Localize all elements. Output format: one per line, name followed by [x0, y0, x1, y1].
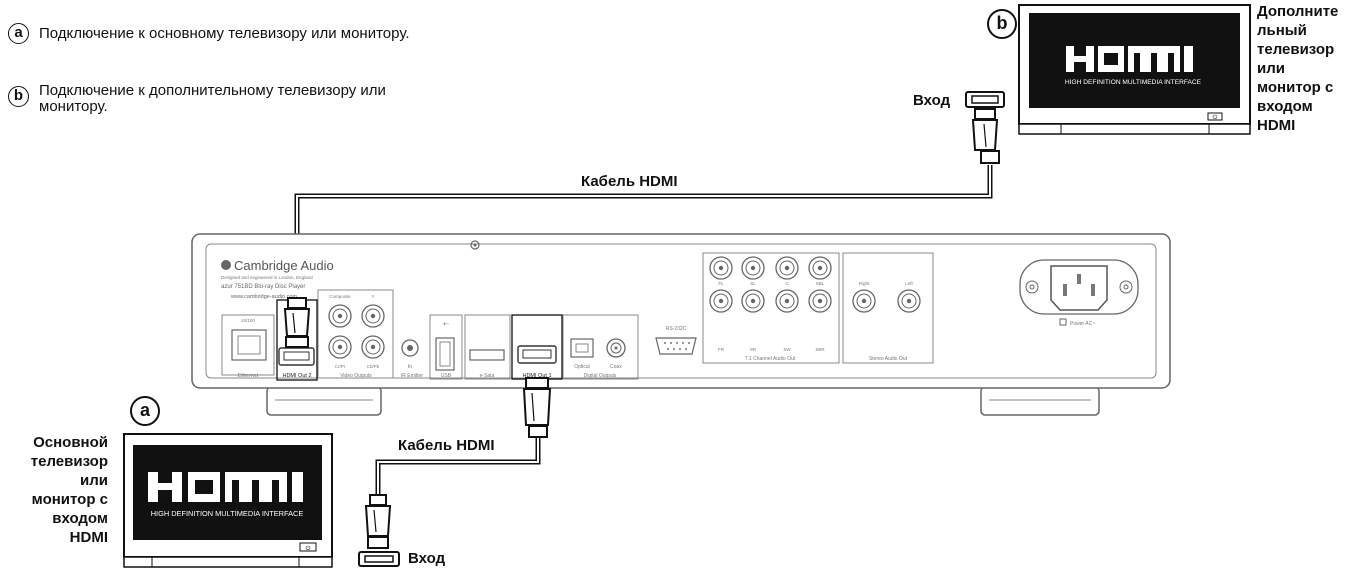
- port-video-outputs-label: Video Outputs: [340, 373, 372, 379]
- rca-jack: [709, 289, 733, 313]
- port-sl-label: SL: [750, 281, 756, 286]
- rca-jack: [741, 289, 765, 313]
- port-fr-label: FR: [718, 347, 725, 352]
- hdmi-out-2-plug: [283, 297, 311, 348]
- port-optical-label: Optical: [574, 364, 590, 370]
- rca-jack: [709, 256, 733, 280]
- secondary-tv-desc-line: льный: [1257, 22, 1307, 39]
- port-rs232c-label: RS-232C: [666, 326, 687, 332]
- port-y-label: Y: [371, 294, 374, 299]
- note-a-marker: a: [8, 23, 29, 44]
- secondary-hdmi-plug: [971, 108, 1000, 164]
- port-sbl-label: SBL: [816, 281, 825, 286]
- port-esata-label: e-Sata: [480, 373, 495, 379]
- secondary-tv-desc-line: или: [1257, 60, 1285, 77]
- secondary-tv-desc-line: телевизор: [1257, 41, 1335, 58]
- primary-hdmi-plug: [364, 494, 392, 549]
- port-cr-pr-label: Cr/Pr: [335, 364, 346, 369]
- port-coax-label: Coax: [610, 364, 622, 370]
- secondary-power-icon: ⏻: [1213, 114, 1218, 121]
- svg-text:10/100: 10/100: [241, 318, 255, 323]
- rca-jack: [852, 289, 876, 313]
- secondary-input-label: Вход: [913, 92, 951, 109]
- brand-name: Cambridge Audio: [234, 258, 334, 273]
- rca-jack: [775, 289, 799, 313]
- primary-power-icon: ⏻: [306, 545, 311, 552]
- port-sr-label: SR: [750, 347, 757, 352]
- primary-tv-desc-line: Основной: [33, 434, 108, 451]
- note-b-text-line2: монитору.: [39, 98, 108, 115]
- note-a-text: Подключение к основному телевизору или м…: [39, 25, 410, 42]
- top-cable-label: Кабель HDMI: [581, 173, 678, 190]
- port-ir-in-label: In: [408, 364, 412, 370]
- rca-jack: [361, 304, 385, 328]
- port-stereo-audio-label: Stereo Audio Out: [869, 356, 908, 362]
- primary-hdmi-subtitle: HIGH DEFINITION MULTIMEDIA INTERFACE: [151, 509, 304, 518]
- port-ethernet-label: Ethernet: [238, 373, 259, 379]
- primary-tv-desc-line: телевизор: [30, 453, 108, 470]
- brand-tagline: Designed and engineered in London, Engla…: [221, 275, 313, 280]
- primary-tv-desc-line: или: [80, 472, 108, 489]
- rca-jack: [741, 256, 765, 280]
- rca-jack: [808, 256, 832, 280]
- port-fl-label: FL: [718, 281, 724, 286]
- primary-tv-desc-line: монитор с: [31, 491, 108, 508]
- rca-jack: [897, 289, 921, 313]
- primary-tv-desc-line: HDMI: [69, 529, 108, 546]
- rca-jack: [775, 256, 799, 280]
- primary-tv-marker: a: [130, 396, 160, 426]
- secondary-hdmi-input-port: [965, 91, 1005, 108]
- primary-input-label: Вход: [408, 550, 446, 567]
- rca-jack: [328, 335, 352, 359]
- port-composite-label: Composite: [329, 294, 351, 299]
- secondary-tv-description: Дополните льный телевизор или монитор с …: [1257, 2, 1361, 135]
- port-cb-pb-label: Cb/Pb: [367, 364, 380, 369]
- rca-jack: [808, 289, 832, 313]
- port-sbr-label: SBR: [815, 347, 825, 352]
- primary-tv: HIGH DEFINITION MULTIMEDIA INTERFACE ⏻: [123, 433, 333, 568]
- port-digital-outputs-label: Digital Outputs: [584, 373, 617, 379]
- secondary-tv-desc-line: монитор с: [1257, 79, 1334, 96]
- note-b-marker: b: [8, 86, 29, 107]
- model-name: azur 751BD Blu-ray Disc Player: [221, 284, 305, 290]
- bottom-hdmi-cable: [375, 437, 541, 497]
- primary-hdmi-input-port: [358, 551, 400, 567]
- rca-jacks: [328, 256, 921, 359]
- port-hdmi-out-2-label: HDMI Out 2: [282, 373, 311, 379]
- port-ir-emitter-label: IR Emitter: [401, 373, 424, 379]
- secondary-hdmi-subtitle: HIGH DEFINITION MULTIMEDIA INTERFACE: [1065, 79, 1202, 86]
- secondary-tv-marker: b: [987, 9, 1017, 39]
- secondary-tv-desc-line: HDMI: [1257, 117, 1296, 134]
- port-left-label: Left: [905, 281, 913, 286]
- hdmi-out-1-plug: [522, 377, 552, 438]
- rca-jack: [361, 335, 385, 359]
- svg-text:⇠: ⇠: [443, 321, 449, 328]
- port-hdmi-out-1-label: HDMI Out 1: [522, 373, 551, 379]
- website: www.cambridge-audio.com: [230, 294, 297, 300]
- secondary-tv-desc-line: входом: [1257, 98, 1313, 115]
- port-c-label: C: [785, 281, 789, 286]
- power-label: Power AC~: [1070, 321, 1095, 327]
- bottom-cable-label: Кабель HDMI: [398, 437, 495, 454]
- secondary-tv-desc-line: Дополните: [1257, 3, 1339, 20]
- note-b-text-line1: Подключение к дополнительному телевизору…: [39, 82, 386, 99]
- rca-jack: [328, 304, 352, 328]
- port-sw-label: SW: [783, 347, 791, 352]
- primary-tv-desc-line: входом: [52, 510, 108, 527]
- port-right-label: Right: [859, 281, 870, 286]
- port-7-1-channel-label: 7.1 Channel Audio Out: [745, 356, 796, 362]
- secondary-tv: HIGH DEFINITION MULTIMEDIA INTERFACE ⏻: [1018, 4, 1251, 135]
- port-usb-label: USB: [441, 373, 452, 379]
- bluray-player: Cambridge Audio Designed and engineered …: [191, 233, 1171, 438]
- primary-tv-description: Основной телевизор или монитор с входом …: [0, 433, 108, 547]
